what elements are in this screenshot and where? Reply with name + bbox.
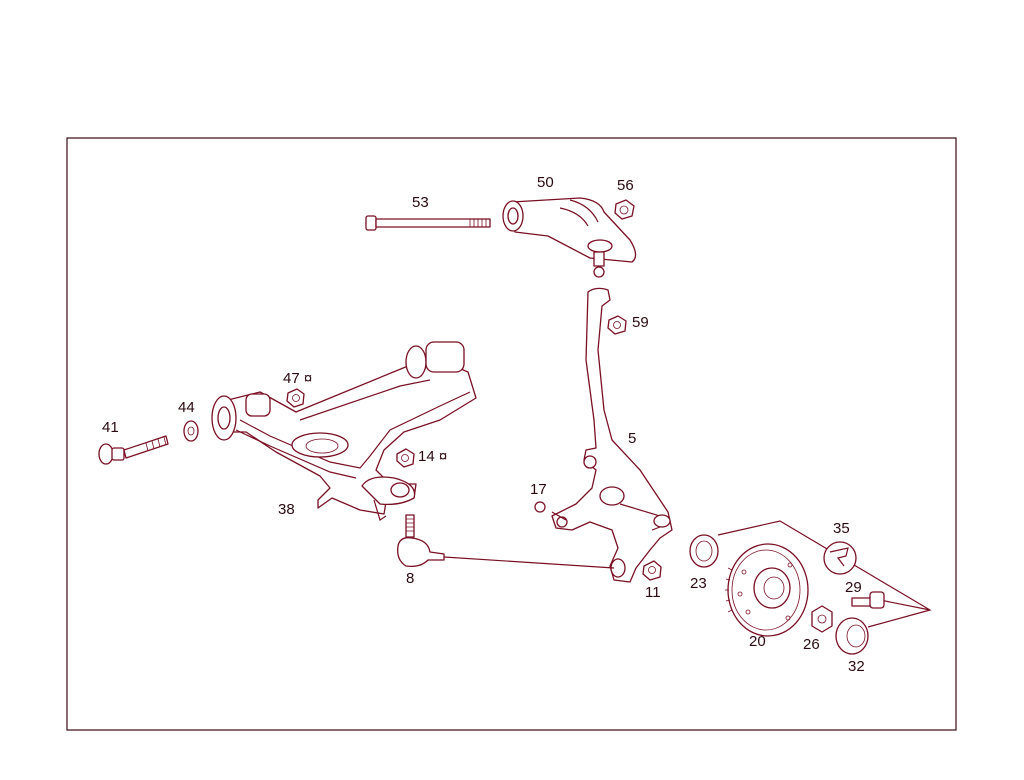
callout-35: 35 <box>833 520 850 537</box>
callout-14: 14 ¤ <box>418 448 447 465</box>
callout-26: 26 <box>803 636 820 653</box>
callout-53: 53 <box>412 194 429 211</box>
part-56-nut[interactable] <box>614 199 635 220</box>
callout-56: 56 <box>617 177 634 194</box>
diagram-frame <box>66 137 957 731</box>
callout-5: 5 <box>628 430 636 447</box>
part-17-bolt[interactable] <box>534 501 567 521</box>
callout-23: 23 <box>690 575 707 592</box>
part-35-cap[interactable] <box>823 541 857 575</box>
part-29-bolt[interactable] <box>851 591 885 609</box>
part-20-wheel-hub[interactable] <box>725 543 809 637</box>
callout-47: 47 ¤ <box>283 370 312 387</box>
part-44-washer[interactable] <box>183 420 199 442</box>
part-50-upper-arm[interactable] <box>502 197 637 278</box>
part-14-nut[interactable] <box>396 448 415 468</box>
callout-32: 32 <box>848 658 865 675</box>
callout-29: 29 <box>845 579 862 596</box>
part-5-steering-knuckle[interactable] <box>551 287 673 583</box>
callout-8: 8 <box>406 570 414 587</box>
part-59-nut[interactable] <box>607 315 627 335</box>
callout-17: 17 <box>530 481 547 498</box>
callout-44: 44 <box>178 399 195 416</box>
part-41-bolt[interactable] <box>98 435 169 465</box>
callout-50: 50 <box>537 174 554 191</box>
part-23-seal[interactable] <box>689 520 932 628</box>
part-32-grease-cap[interactable] <box>835 617 869 655</box>
callout-59: 59 <box>632 314 649 331</box>
part-47-nut[interactable] <box>286 388 305 408</box>
part-53-bolt[interactable] <box>365 215 491 231</box>
callout-38: 38 <box>278 501 295 518</box>
callout-20: 20 <box>749 633 766 650</box>
callout-11: 11 <box>645 584 661 601</box>
part-11-nut[interactable] <box>642 560 662 581</box>
part-26-nut[interactable] <box>811 605 833 633</box>
part-8-ball-joint[interactable] <box>397 514 615 569</box>
callout-41: 41 <box>102 419 119 436</box>
part-38-lower-arm[interactable] <box>211 341 477 521</box>
